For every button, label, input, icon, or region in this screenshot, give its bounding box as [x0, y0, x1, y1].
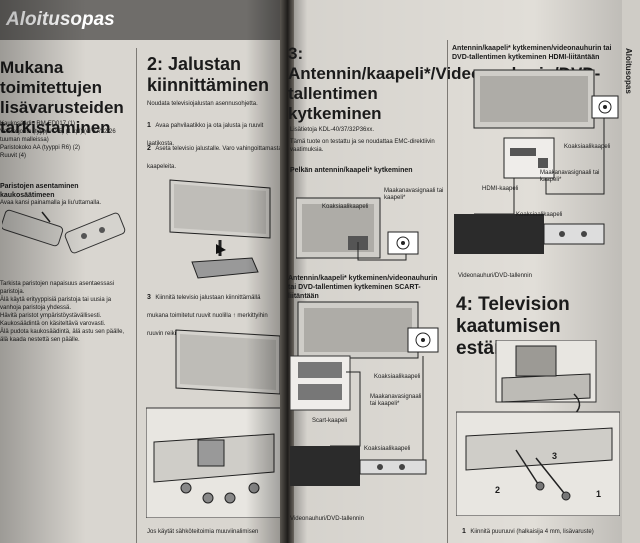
fig3-label: Koaksiaalikaapeli: [516, 212, 563, 218]
side-tab-label: Aloitusopas: [624, 48, 633, 94]
fig3-label: HDMI-kaapeli: [482, 186, 519, 192]
fig2-label: Scart-kaapeli: [312, 418, 348, 424]
left-page: Aloitusopas Mukana toimitettujen lisävar…: [0, 0, 286, 543]
fig1-label: Maakanavasignaali tai kaapeli*: [384, 188, 444, 201]
section3-heading: 3: Antennin/kaapeli*/Videonauhurin/DVD-t…: [288, 44, 600, 123]
accessory-list: Kaukosäädin RM-ED017 (1) Verkkojohto (ty…: [0, 120, 130, 160]
antenna-diagram: [295, 180, 442, 266]
step-text: Kiinnitä televisio jalustaan kiinnittämä…: [147, 295, 268, 337]
section4-step1: 1 Kiinnitä puuruuvi (halkaisija 4 mm, li…: [462, 520, 618, 543]
fig3-device: Videonauhuri/DVD-tallennin: [458, 273, 532, 279]
section2-intro: Noudata televisiojalustan asennusohjetta…: [147, 101, 258, 107]
remote-illustration: [0, 208, 130, 270]
fig2-label: Maakanavasignaali tai kaapeli*: [370, 394, 422, 407]
section2-step2: 2 Aseta televisio jalustalle. Varo vahin…: [147, 137, 282, 173]
column-divider: [447, 40, 448, 543]
callout-number: 3: [552, 451, 558, 461]
tv-screw-illustration: [145, 322, 283, 519]
step-text: Kiinnitä puuruuvi (halkaisija 4 mm, lisä…: [470, 529, 594, 535]
hdmi-diagram: [454, 64, 620, 264]
step-number: 2: [147, 145, 151, 152]
battery-notes: Tarkista paristojen napaisuus asentaessa…: [0, 280, 130, 344]
battery-subheading: Paristojen asentaminen kaukosäätimeen: [0, 183, 79, 199]
accessory-item: Kaukosäädin RM-ED017 (1): [0, 121, 76, 127]
step-number: 1: [462, 528, 466, 535]
header-title: Aloitusopas: [6, 9, 115, 30]
step-text: Avaa pahvilaatikko ja ota jalusta ja ruu…: [147, 123, 264, 147]
step-number: 1: [147, 122, 151, 129]
accessory-item: Ruuvit (4): [0, 153, 27, 159]
column-divider: [136, 48, 137, 543]
header-band: Aloitusopas: [0, 0, 286, 40]
fig3-label: Maakanavasignaali tai kaapeli*: [540, 170, 600, 183]
fig3-title: Antennin/kaapeli* kytkeminen/videonauhur…: [452, 45, 612, 61]
fig2-title: Antennin/kaapeli* kytkeminen/videonauhur…: [288, 275, 438, 300]
callout-number: 1: [596, 489, 602, 499]
accessory-item: Verkkojohto (tyyppi C-5) (1 kpl) (ei 37/…: [0, 129, 116, 143]
step-text: Aseta televisio jalustalle. Varo vahingo…: [147, 146, 282, 170]
section2-step1: 1 Avaa pahvilaatikko ja ota jalusta ja r…: [147, 114, 282, 150]
accessories-heading: Mukana toimitettujen lisävarusteiden tar…: [0, 58, 124, 137]
fig2-label: Koaksiaalikaapeli: [374, 374, 421, 380]
footer-note: Jos käytät sähköteitoimia muuviinalimise…: [147, 529, 259, 535]
tv-stand-illustration: [150, 170, 280, 288]
note-item: Hävitä paristot ympäristöystävällisesti.: [0, 313, 102, 319]
battery-subtext: Avaa kansi painamalla ja liu'uttamalla.: [0, 200, 102, 206]
note-item: Älä pudota kaukosäädintä, älä astu sen p…: [0, 329, 125, 343]
section3-model-note: Lisätietoja KDL-40/37/32P36xx.: [290, 127, 375, 133]
fig1-title: Pelkän antennin/kaapeli* kytkeminen: [290, 167, 413, 174]
section2-heading: 2: Jalustan kiinnittäminen: [147, 54, 270, 95]
anti-tip-illustration: [455, 339, 621, 517]
note-item: Kaukosäädintä on käsiteltävä varovasti.: [0, 321, 106, 327]
section2-step3: 3 Kiinnitä televisio jalustaan kiinnittä…: [147, 286, 282, 340]
fig2-device: Videonauhuri/DVD-tallennin: [290, 516, 364, 522]
fig3-label: Koaksiaalikaapeli: [564, 144, 611, 150]
accessory-item: Paristokoko AA (tyyppi R6) (2): [0, 145, 81, 151]
fig1-label: Koaksiaalikaapeli: [322, 204, 369, 210]
note-item: Tarkista paristojen napaisuus asentaessa…: [0, 281, 115, 295]
step-number: 3: [147, 294, 151, 301]
scart-diagram: [289, 296, 442, 506]
fig2-label: Koaksiaalikaapeli: [364, 446, 411, 452]
note-item: Älä käytä erityyppisiä paristoja tai uus…: [0, 297, 112, 311]
callout-number: 2: [495, 485, 501, 495]
section3-intro: Tämä tuote on testattu ja se noudattaa E…: [290, 139, 435, 153]
side-tab: Aloitusopas: [622, 0, 640, 543]
